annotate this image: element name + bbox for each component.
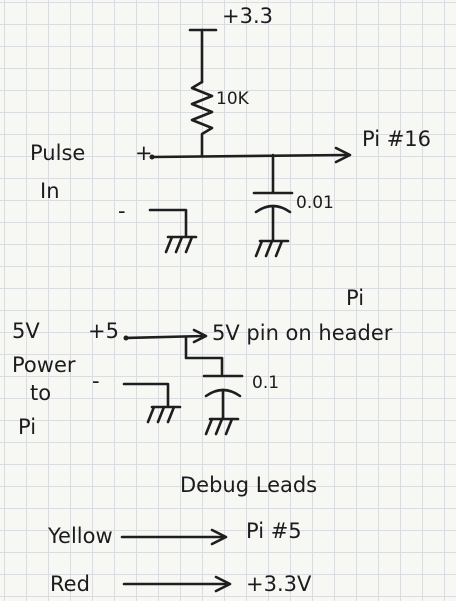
pi16-arrowhead [334, 146, 352, 164]
fivev-label: 5V [12, 319, 40, 343]
minus-input-wire [148, 208, 188, 238]
plus5-arrowhead [192, 328, 208, 344]
in-label: In [40, 179, 60, 203]
pi-header-label: Pi [346, 286, 364, 310]
ground-icon-input1 [164, 235, 198, 254]
fivev-pin-label: 5V pin on header [212, 321, 393, 345]
resistor-label: 10K [216, 89, 250, 109]
pulse-label: Pulse [30, 141, 85, 165]
ground-icon-cap2 [204, 417, 240, 436]
plus-label-1: + [135, 141, 153, 165]
power-label: Power [12, 353, 76, 377]
plus5-line [124, 334, 206, 340]
minus-label-1: - [118, 199, 126, 223]
yellow-label: Yellow [47, 524, 113, 548]
red-arrowhead [214, 575, 232, 593]
cap-0.01-label: 0.01 [296, 193, 334, 213]
v33-label: +3.3V [246, 572, 312, 596]
plus5-label: +5 [88, 319, 119, 343]
pi5-label: Pi #5 [246, 519, 302, 543]
yellow-arrowhead [210, 528, 228, 546]
pi-left-label: Pi [18, 415, 36, 439]
ground-icon-input2 [146, 405, 182, 424]
pulse-line [150, 153, 348, 159]
ground-icon-cap1 [254, 239, 290, 258]
resistor-10k [190, 80, 214, 158]
minus-power-wire [122, 382, 170, 408]
cap-0.1-feed [184, 335, 224, 376]
supply-label: +3.3 [222, 4, 273, 28]
to-label: to [30, 381, 51, 405]
pi16-label: Pi #16 [362, 127, 431, 151]
red-label: Red [50, 572, 90, 596]
cap-0.1-label: 0.1 [252, 373, 279, 393]
minus-label-2: - [92, 369, 100, 393]
debug-leads-label: Debug Leads [180, 473, 317, 497]
